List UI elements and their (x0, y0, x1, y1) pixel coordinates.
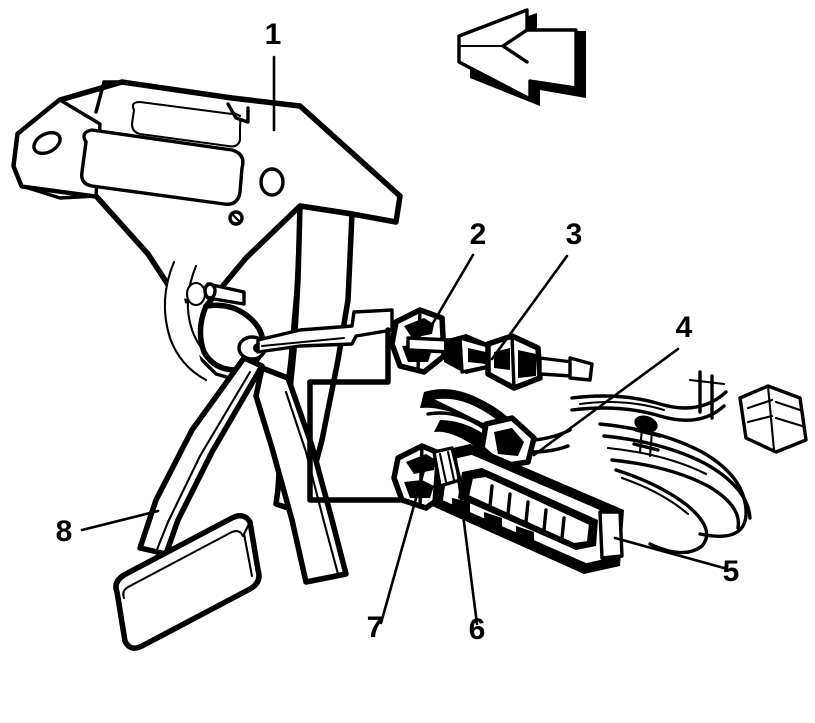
leader-7 (379, 468, 426, 625)
callout-label-1: 1 (265, 18, 282, 51)
leader-6 (453, 450, 479, 626)
callout-label-4: 4 (676, 311, 693, 344)
leader-8 (80, 509, 160, 532)
leader-3 (490, 254, 569, 361)
part-brake-switch (406, 333, 594, 391)
bracket-hole-upper (259, 167, 285, 197)
leader-4 (532, 347, 680, 457)
callout-numbers: 1 2 3 4 5 6 7 8 (56, 18, 740, 646)
callout-label-6: 6 (469, 613, 486, 646)
callout-label-5: 5 (723, 555, 740, 588)
direction-arrow (457, 8, 586, 106)
part-actuator-rod (256, 308, 403, 503)
pivot-hole (185, 281, 207, 307)
callout-label-3: 3 (566, 218, 583, 251)
bracket-mount-slot (32, 130, 62, 156)
callout-leaders (80, 55, 726, 626)
pedal-pad (113, 513, 262, 651)
leader-5 (613, 536, 726, 570)
callout-label-8: 8 (56, 515, 73, 548)
wiring-harness (570, 370, 808, 555)
leader-2 (431, 253, 475, 325)
part-pedal-position-sensor (432, 444, 624, 574)
harness-splice (634, 415, 658, 433)
part-pedal-support-bracket (11, 79, 403, 515)
callout-label-7: 7 (367, 611, 384, 644)
part-pedal-arm-and-pad (113, 355, 349, 651)
callout-label-2: 2 (470, 218, 487, 251)
